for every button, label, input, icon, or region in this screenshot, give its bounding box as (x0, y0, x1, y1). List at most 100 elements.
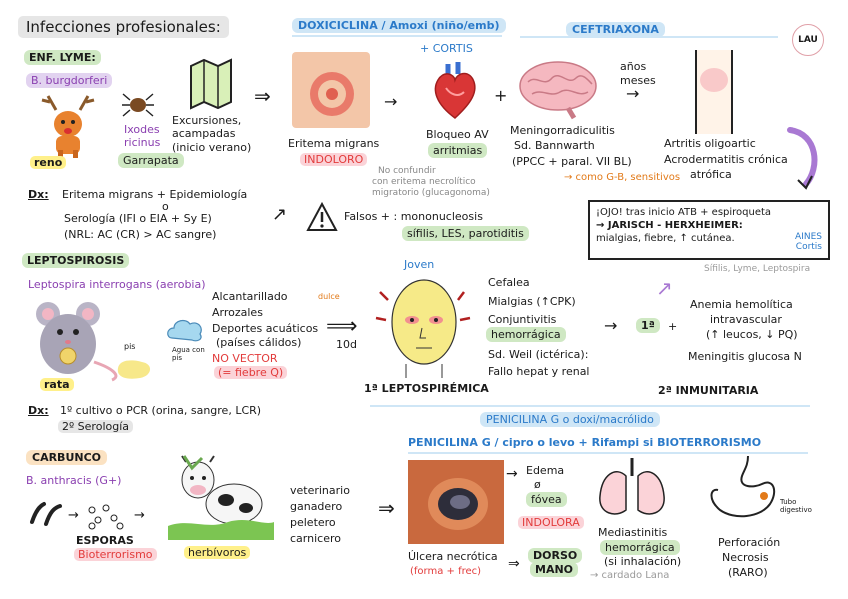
carbunco-tx-line (408, 452, 808, 454)
skin-no-symbol: ø (534, 478, 541, 491)
curved-arrow-icon (787, 127, 818, 190)
gi-label-2: Necrosis (722, 551, 769, 564)
arthritis-label-1: Artritis oligoartic (664, 137, 756, 150)
erythema-migrans-image (292, 52, 370, 128)
lung-label-3: (si inhalación) (604, 555, 682, 568)
reindeer-icon (41, 95, 95, 158)
brain-label-3: (PPCC + paral. VII BL) (512, 155, 632, 168)
skin-edema: Edema (526, 464, 565, 477)
lepto-sx-4: hemorrágica (486, 327, 566, 342)
lepto-sx-1: Cefalea (488, 276, 530, 289)
jarisch-diseases: Sífilis, Lyme, Leptospira (704, 264, 811, 274)
lung-label-4: → cardado Lana (590, 570, 670, 581)
lung-label-2: hemorrágica (600, 540, 680, 555)
anemia-3: (↑ leucos, ↓ PQ) (706, 328, 798, 341)
arthritis-label-2: Acrodermatitis crónica (664, 153, 788, 166)
brain-label-1: Meningorradiculitis (510, 124, 615, 137)
brain-icon (519, 61, 597, 120)
no-confundir-2: con eritema necrolítico (372, 177, 476, 187)
lyme-exposure-1: Excursiones, (172, 114, 242, 127)
map-icon (190, 58, 232, 110)
lepto-sx-6: Fallo hepat y renal (488, 365, 590, 378)
anemia-1: Anemia hemolítica (690, 298, 793, 311)
lepto-sx-5: Sd. Weil (ictérica): (488, 348, 589, 361)
months-label: meses (620, 74, 656, 87)
lepto-exposure-4: (países cálidos) (216, 336, 302, 349)
knee-icon (695, 50, 733, 134)
lyme-header: ENF. LYME: (24, 50, 101, 65)
anemia-2: intravascular (710, 313, 782, 326)
gi-label-1: Perforación (718, 536, 781, 549)
lepto-dx-label: Dx: (28, 404, 49, 417)
phase-1-label: 1ª LEPTOSPIRÉMICA (364, 382, 489, 395)
pis-label: pis (124, 342, 136, 351)
lepto-dx-2: 2º Serología (58, 420, 134, 433)
lyme-exposure-3: (inicio verano) (172, 141, 252, 154)
lyme-organism: B. burgdorferi (26, 73, 113, 88)
phase-1-marker: 1ª (636, 318, 660, 333)
lyme-exposure-2: acampadas (172, 127, 236, 140)
lepto-exposure-1: Alcantarillado (212, 290, 288, 303)
arrow-icon: → (604, 316, 618, 335)
no-confundir-3: migratorio (glucagonoma) (372, 188, 490, 198)
carbunco-treatment: PENICILINA G / cipro o levo + Rifampi si… (408, 436, 762, 449)
tick-icon (122, 93, 154, 117)
lung-label-1: Mediastinitis (598, 526, 668, 539)
lepto-sx-2: Mialgias (↑CPK) (488, 295, 576, 308)
lepto-tx-line (370, 405, 810, 407)
lyme-dx-3: (NRL: AC (CR) > AC sangre) (64, 228, 217, 241)
arrow-icon: ⇒ (378, 496, 395, 520)
arrow-icon: → (506, 466, 518, 482)
arrow-icon: ⇒ (254, 84, 271, 108)
lepto-sx-3: Conjuntivitis (488, 313, 557, 326)
jarisch-line-3: mialgias, fiebre, ↑ cutánea. (596, 233, 735, 244)
dorso-label: DORSO (528, 548, 583, 563)
lungs-icon (599, 458, 665, 515)
ulcer-label-2: (forma + frec) (410, 566, 482, 577)
jaundiced-face-icon (375, 279, 471, 378)
lyme-dx-o: o (162, 200, 169, 213)
heart-label-1: Bloqueo AV (426, 128, 489, 141)
jarisch-line-2: → JARISCH - HERXHEIMER: (596, 220, 743, 231)
lepto-dx-1: 1º cultivo o PCR (orina, sangre, LCR) (60, 404, 262, 417)
heart-icon (434, 62, 476, 119)
plus-icon: + (494, 86, 508, 105)
tick-label: Garrapata (118, 153, 184, 168)
skin-fovea: fóvea (526, 492, 567, 507)
doxy-underline (292, 35, 502, 37)
ceftri-underline (520, 36, 778, 38)
tick-name-2: ricinus (124, 136, 161, 149)
phase-2-label: 2ª INMUNITARIA (658, 384, 759, 397)
incubation-days: 10d (336, 338, 357, 351)
arrow-icon: → (384, 92, 398, 111)
reindeer-label: reno (30, 156, 67, 169)
jarisch-line-1: ¡OJO! tras inicio ATB + espiroqueta (596, 207, 772, 218)
job-2: ganadero (290, 500, 343, 513)
no-vector-label: NO VECTOR (212, 352, 278, 365)
arrow-icon: ↗ (272, 204, 288, 225)
gi-label-3: (RARO) (728, 566, 768, 579)
arrow-icon: → (134, 508, 145, 523)
herbivoros-label: herbívoros (184, 546, 251, 559)
agua-label: Agua con pis (172, 346, 205, 362)
job-1: veterinario (290, 484, 350, 497)
lepto-exposure-3: Deportes acuáticos (212, 322, 319, 335)
dulce-label: dulce (318, 292, 340, 301)
lyme-dx-1: Eritema migrans + Epidemiología (62, 188, 248, 201)
rat-icon (36, 302, 118, 382)
carbunco-header: CARBUNCO (26, 450, 108, 465)
esporas-label: ESPORAS (76, 534, 134, 547)
ulcer-label-1: Úlcera necrótica (408, 550, 498, 563)
bacilli-icon (30, 502, 62, 526)
arrow-icon: ⇒ (508, 556, 520, 572)
lepto-header: LEPTOSPIROSIS (22, 253, 130, 268)
ceftriaxona-header: CEFTRIAXONA (566, 22, 665, 37)
water-cloud-icon (167, 319, 202, 342)
doxy-header: DOXICICLINA / Amoxi (niño/emb) (292, 18, 506, 33)
lepto-treatment: PENICILINA G o doxi/macrólido (480, 412, 660, 427)
lyme-dx-label: Dx: (28, 188, 49, 201)
spores-icon (88, 504, 124, 530)
job-3: peletero (290, 516, 336, 529)
arrow-icon: → (626, 84, 640, 103)
no-vector-note: (= fiebre Q) (214, 366, 288, 379)
